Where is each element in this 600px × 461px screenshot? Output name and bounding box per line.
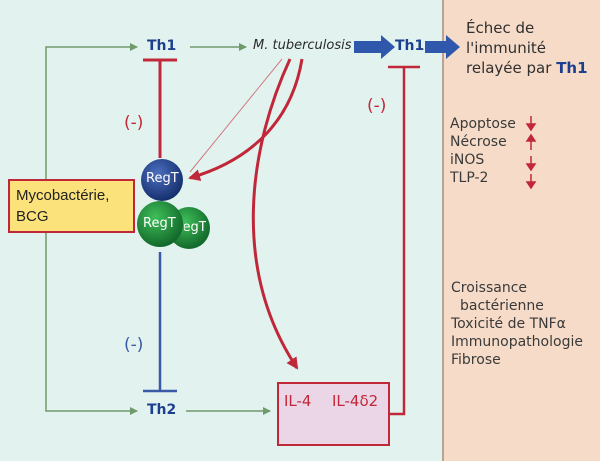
outcome-immunopathologie: Immunopathologie [451, 334, 583, 350]
panel-title-line2: l'immunité [466, 39, 546, 57]
il4-label: IL-4 [284, 392, 312, 410]
panel-title: Échec de l'immunité relayée par Th1 [466, 18, 588, 78]
mtb-label: M. tuberculosis [253, 38, 352, 53]
th1-to-outcome-arrow [425, 35, 460, 59]
regt-back-label: RegT [184, 220, 206, 235]
myco-label-line1: Mycobactérie, [16, 187, 110, 204]
il4d2-label: IL-4δ2 [332, 392, 379, 410]
minus-sign-top: (-) [124, 113, 144, 133]
th2-label: Th2 [147, 402, 177, 418]
marker-inos: iNOS [450, 152, 485, 168]
outcome-croissance: Croissance [451, 280, 528, 296]
regt-mid-label: RegT [143, 216, 176, 231]
mtb-to-regt-thin-line [189, 58, 283, 173]
outcome-panel [443, 0, 600, 461]
marker-list: Apoptose Nécrose iNOS TLP-2 [450, 115, 516, 187]
minus-sign-right: (-) [367, 96, 387, 116]
marker-apoptose: Apoptose [450, 116, 516, 132]
outcome-tnf: Toxicité de TNFα [451, 316, 566, 332]
myco-to-th1-arrow [45, 43, 138, 179]
il4-inhibits-th1-line [390, 67, 406, 416]
mtb-to-il4-arrow [251, 58, 299, 370]
panel-title-line1: Échec de [466, 19, 535, 37]
marker-arrows [525, 116, 537, 190]
myco-to-th2-arrow [45, 233, 138, 415]
panel-title-line3-row: relayée par Th1 [466, 58, 588, 78]
mycobacterium-box: Mycobactérie, BCG [8, 179, 135, 233]
regt-top-cell [141, 159, 183, 201]
mtb-to-th1-arrow [354, 35, 395, 59]
outcome-fibrose: Fibrose [451, 352, 501, 368]
th1-left-label: Th1 [147, 38, 177, 54]
marker-necrose: Nécrose [450, 134, 507, 150]
mtb-to-regt-arrow [188, 58, 304, 181]
marker-tlp2: TLP-2 [450, 170, 489, 186]
panel-title-line3: relayée par [466, 59, 552, 77]
regt-back-label-clip: RegT [184, 220, 206, 235]
regt-top-label: RegT [146, 171, 179, 186]
outcome-list: Croissance bactérienne Toxicité de TNFα … [451, 279, 583, 369]
myco-label-line2: BCG [16, 208, 49, 225]
regt-mid-cell [137, 201, 183, 247]
th1-right-label: Th1 [395, 38, 425, 54]
outcome-bacterienne: bactérienne [460, 298, 544, 314]
panel-title-th1: Th1 [556, 59, 588, 77]
minus-sign-bottom: (-) [124, 335, 144, 355]
il4-balance-box [277, 382, 390, 446]
